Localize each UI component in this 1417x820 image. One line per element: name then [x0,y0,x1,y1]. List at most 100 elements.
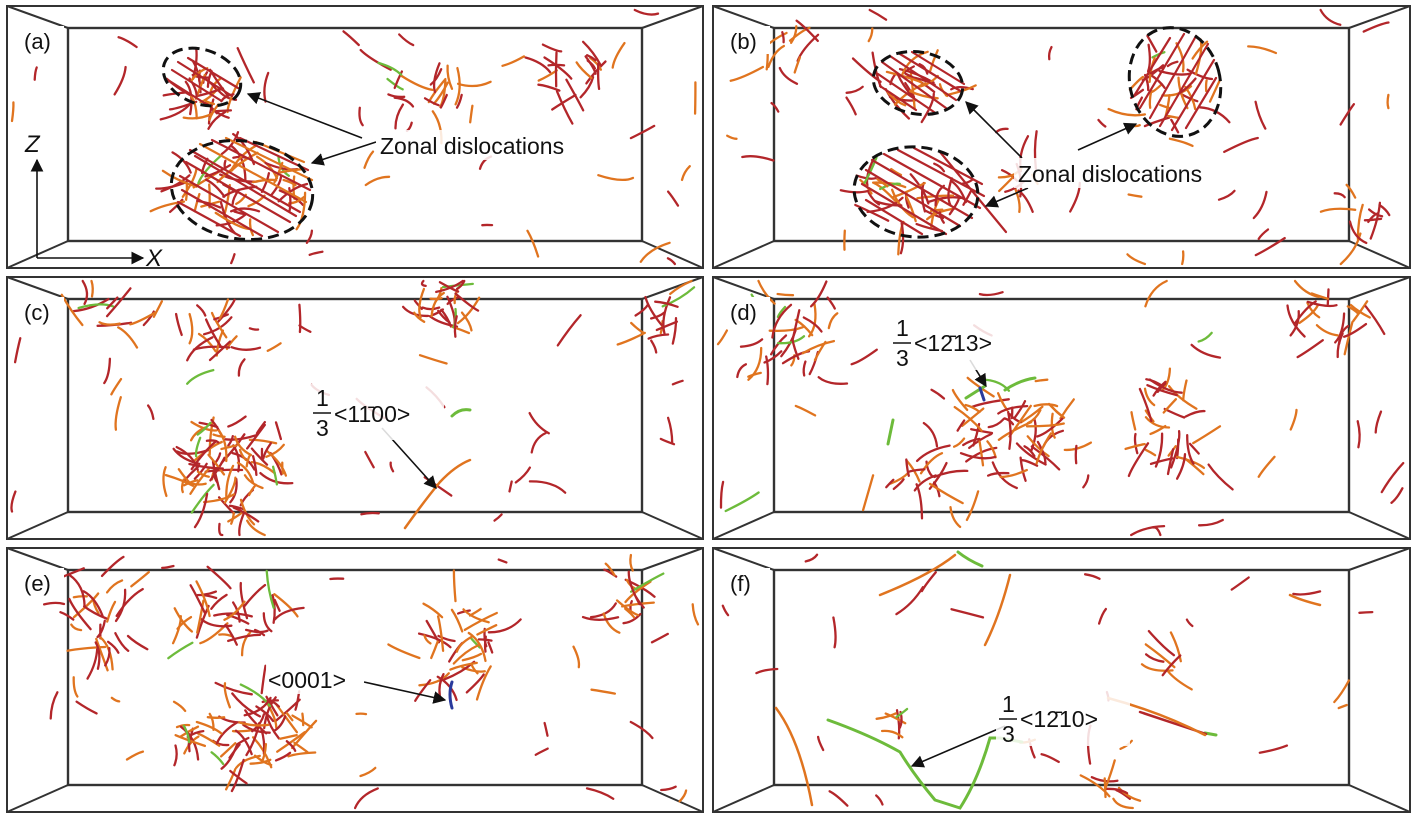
dislocation-segment [551,93,577,111]
dislocation-segment [189,467,210,495]
dislocation-segment [223,159,227,171]
dislocation-segment [1020,459,1039,467]
dislocation-segment [1185,618,1194,628]
dislocation-segment [146,404,155,421]
box-frame-f [712,547,1411,813]
dislocation-segment [1217,189,1236,201]
dislocation-segment [203,99,216,106]
panel-label-d: (d) [730,300,757,325]
dislocation-segment [629,572,665,593]
dislocation-segment [528,480,567,494]
dislocation-segment [1346,305,1360,315]
burgers-label-c: 1 3 <11̄00> [310,384,444,441]
dislocation-segment [1306,301,1321,319]
dislocation-segment [104,647,111,667]
dislocation-segment [1010,406,1014,420]
dislocation-segment [1161,654,1182,677]
dislocation-segment [915,483,924,520]
dislocation-segment [211,109,233,113]
dislocation-segment [1258,744,1289,754]
dislocation-segment [227,415,247,428]
dislocation-segment [908,468,926,473]
dislocation-segment [190,483,215,514]
dislocation-segment [248,327,260,331]
zonal-band-a-large [176,136,314,238]
dislocation-segment [455,93,463,109]
dislocation-segment [446,64,454,90]
dislocation-segment [359,766,377,778]
dislocation-segment [919,452,944,475]
dislocation-segment [287,751,317,758]
dislocation-segment [770,101,780,113]
dislocation-segment [193,492,209,529]
dislocation-segment [537,83,561,92]
dislocation-segment [644,295,663,326]
dislocation-segment [94,641,101,670]
ellipse-a-small [161,46,243,108]
dislocation-segment [290,719,318,750]
dislocation-segment [1298,304,1319,325]
dislocation-segment [224,767,237,791]
dislocation-segment [1144,279,1168,308]
dislocation-segment [460,311,473,332]
dislocation-segment [220,444,238,451]
dislocation-segment [801,339,836,355]
dislocation-segment [922,421,939,448]
dislocation-segment [293,741,309,754]
dislocation-segment [1315,324,1339,337]
dislocation-segment [1145,378,1164,388]
dislocation-segment [225,464,235,501]
dislocation-segment [231,601,241,623]
dislocation-segment [541,43,563,53]
dislocation-segment [223,600,246,621]
dislocation-segment [741,155,775,162]
dislocation-segment [1154,432,1164,468]
dislocation-segment [691,603,700,626]
dislocation-segment [1127,193,1143,198]
dislocation-segment [271,594,276,624]
dislocation-segment [1345,183,1357,199]
green-loop-f [826,718,1024,810]
dislocation-segment [273,598,281,612]
dislocation-segment [669,279,693,296]
arrow-a-large [310,141,377,166]
dislocation-segment [182,724,191,744]
dislocation-segment [1289,408,1298,431]
dislocation-segment [850,348,878,366]
dislocation-segment [650,339,658,354]
dislocation-segment [827,312,839,330]
dislocation-segment [920,571,937,593]
dislocation-segment [565,78,585,112]
dislocation-segment [660,785,677,792]
dislocation-segment [456,80,492,88]
dislocation-segment [1319,8,1342,26]
dislocation-segment [639,241,671,263]
arrow-b-lower [984,187,1029,208]
dislocation-segment [236,736,250,746]
dislocation-segment [115,587,144,618]
dislocation-segment [1378,203,1391,217]
dislocation-segment [465,673,485,694]
dislocation-segment [162,466,168,498]
dislocation-segment [437,634,456,643]
orange-line-f-3 [878,553,957,597]
dislocation-segment [1306,300,1338,308]
dislocation-segment [1339,103,1356,126]
dislocation-segment [868,8,888,21]
dislocation-segment [1390,487,1404,504]
dislocation-segment [469,104,474,124]
dislocation-segment [13,337,22,364]
dislocation-segment [262,612,273,633]
dislocation-segment [804,553,819,563]
dislocation-segment [223,682,232,709]
dislocation-segment [377,61,403,76]
dislocation-segment [279,733,298,740]
dislocation-segment [757,279,776,305]
box-frame-b [712,5,1411,269]
dislocation-segment [224,433,259,441]
dislocation-segment [342,30,360,47]
dislocation-segment [1147,629,1176,657]
dislocation-segment [295,191,307,231]
dislocation-segment [1374,410,1383,434]
dislocation-segment [421,306,441,311]
